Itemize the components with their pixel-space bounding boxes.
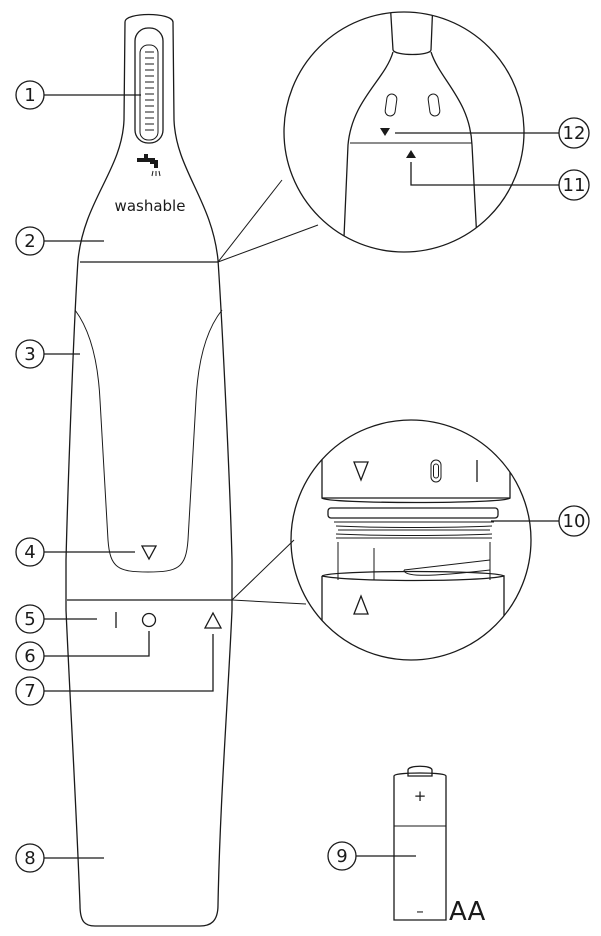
callout-number: 1 [24, 85, 35, 106]
callout-number: 12 [563, 123, 586, 144]
callout-number: 7 [24, 681, 35, 702]
lock-triangle-icon [203, 611, 223, 629]
callout-number: 9 [336, 846, 347, 867]
battery-type-label: AA [449, 897, 486, 927]
washable-label: washable [115, 197, 186, 215]
trimmer-outline [65, 13, 233, 927]
rubber-grip [74, 309, 223, 573]
unlock-triangle-icon [140, 545, 158, 561]
cutting-blade-teeth [145, 51, 154, 131]
callout-10: 10 [491, 505, 590, 537]
callout-number: 4 [24, 542, 35, 563]
callout-8: 8 [15, 843, 104, 873]
callout-number: 8 [24, 848, 35, 869]
callout-11: 11 [410, 162, 590, 201]
battery-minus-symbol: – [416, 902, 424, 920]
filled-down-triangle-icon [380, 128, 390, 136]
callout-4: 4 [15, 537, 135, 567]
battery-plus-symbol: + [414, 787, 427, 805]
callout-number: 3 [24, 344, 35, 365]
callout-number: 11 [563, 175, 586, 196]
callout-number: 10 [563, 511, 586, 532]
callout-9: 9 [327, 841, 416, 871]
trimmer-body: washable [65, 13, 233, 927]
zoom-circle-bottom [290, 419, 532, 661]
callout-3: 3 [15, 339, 80, 369]
zoom-detail-bottom [231, 419, 532, 661]
callout-number: 6 [24, 646, 35, 667]
off-symbol [141, 612, 157, 628]
cutting-head-window [134, 27, 164, 144]
aa-battery: + – AA [393, 765, 486, 927]
filled-up-triangle-icon [406, 150, 416, 158]
callout-6: 6 [15, 631, 150, 671]
callout-12: 12 [395, 117, 590, 149]
callout-number: 2 [24, 231, 35, 252]
zoom-detail-top [217, 11, 525, 263]
callout-number: 5 [24, 609, 35, 630]
battery-outline [393, 772, 447, 921]
callout-5: 5 [15, 604, 97, 634]
callout-7: 7 [15, 634, 214, 706]
callout-1: 1 [15, 80, 141, 110]
callout-2: 2 [15, 226, 104, 256]
water-tap-icon [137, 154, 161, 177]
zoom-circle-top [283, 11, 525, 253]
cutter-frame [139, 44, 159, 141]
